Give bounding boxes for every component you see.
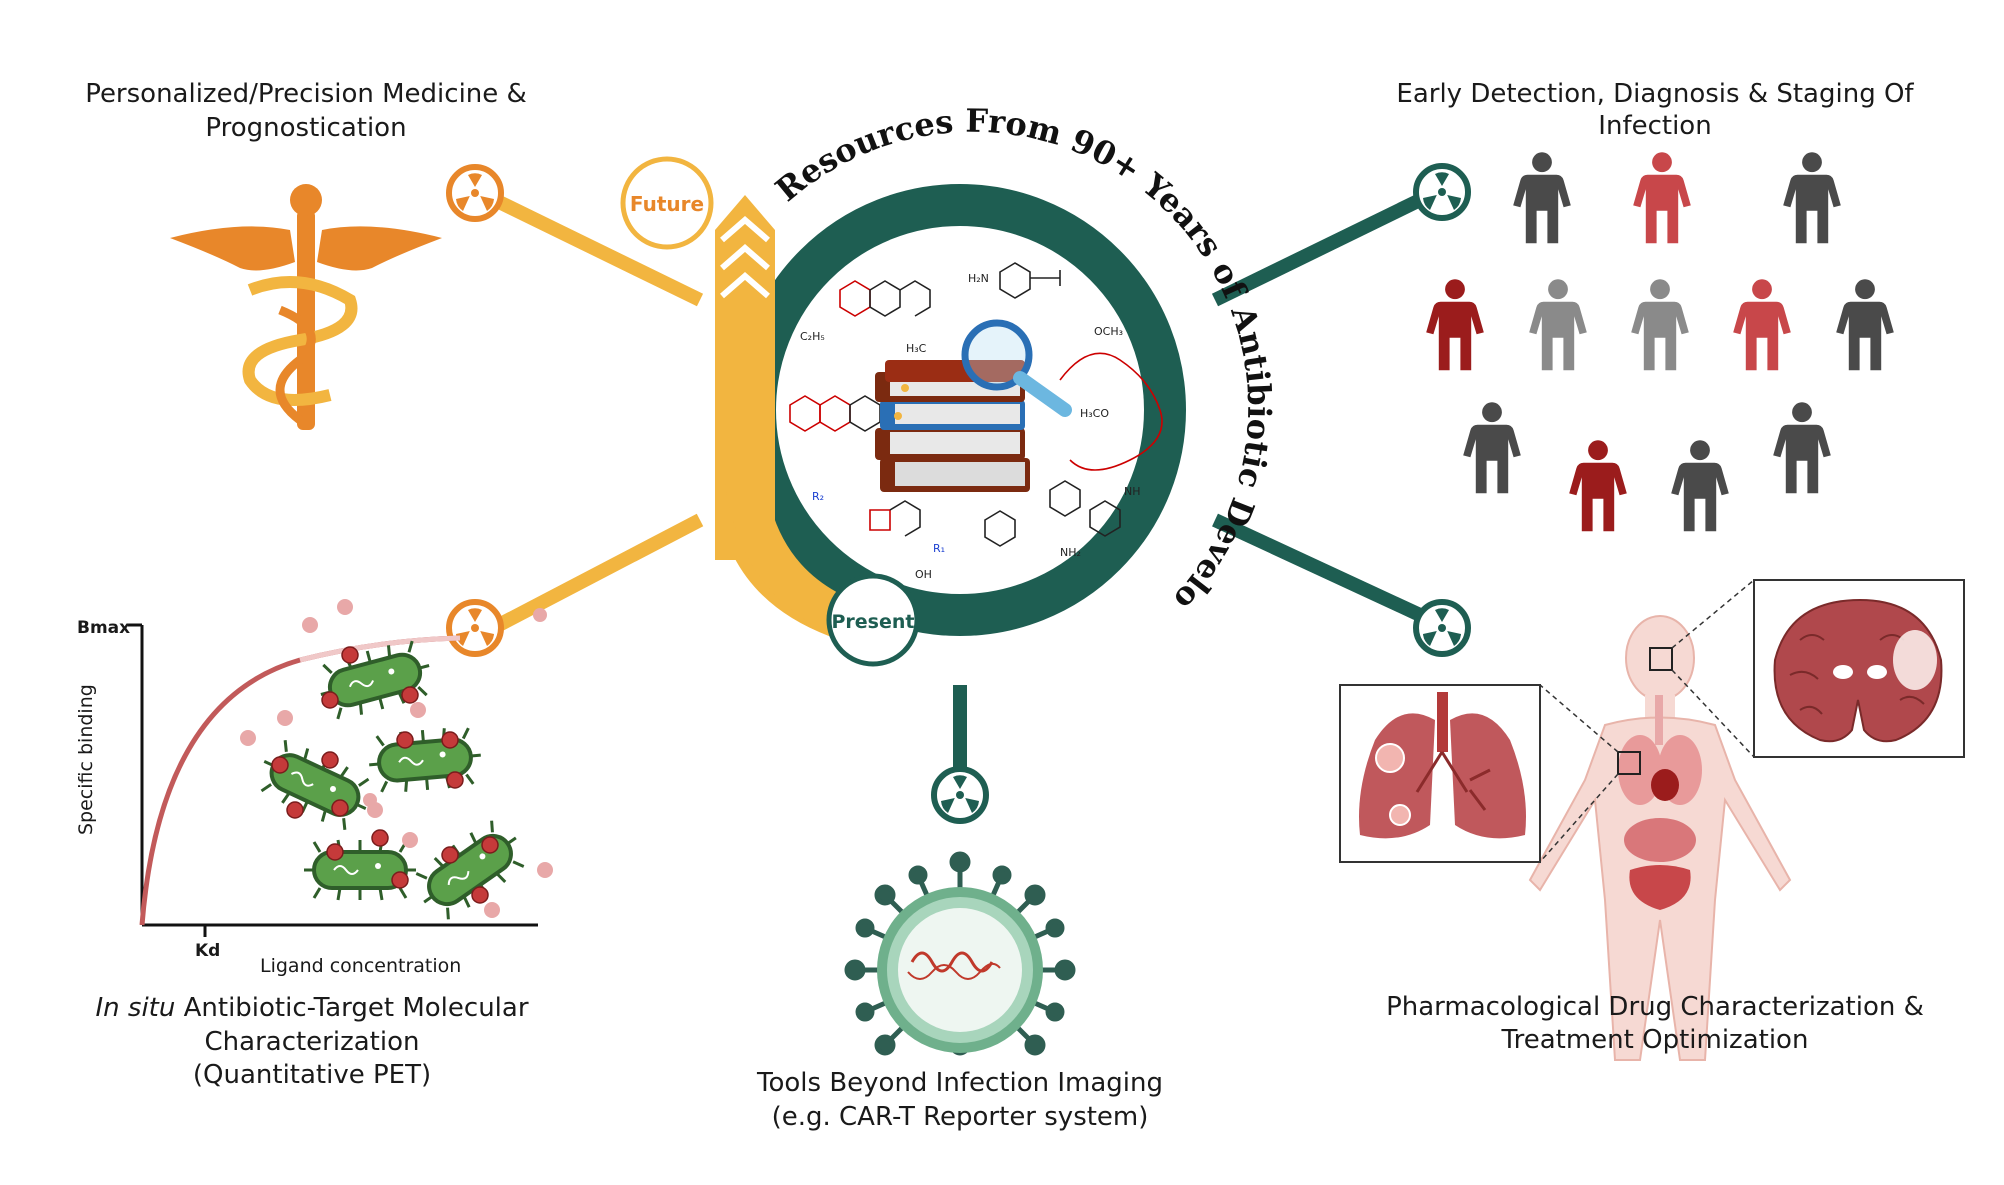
present-badge: Present [826,573,920,667]
bacteria-icon [364,723,486,797]
plot-xlabel: Ligand concentration [260,955,461,977]
topright-title: Early Detection, Diagnosis & Staging Of … [1396,79,1914,141]
bacteria-cluster [240,599,553,929]
person-icon [1783,152,1841,244]
binding-plot: Bmax Kd Ligand concentration Specific bi… [75,618,538,977]
svg-text:Early Detection, Diagnosis & S: Early Detection, Diagnosis & Staging Of [1396,79,1914,109]
svg-text:R₂: R₂ [812,490,824,503]
person-icon [1463,402,1521,494]
person-icon [1513,152,1571,244]
svg-text:NH₂: NH₂ [1060,546,1081,559]
virus-icon [844,851,1076,1056]
person-icon [1426,279,1484,371]
svg-text:Treatment Optimization: Treatment Optimization [1501,1025,1809,1055]
population-figures [1426,152,1894,532]
svg-text:OCH₃: OCH₃ [1094,325,1123,338]
svg-text:Tools Beyond Infection Imaging: Tools Beyond Infection Imaging [756,1068,1163,1098]
svg-text:(e.g. CAR-T Reporter system): (e.g. CAR-T Reporter system) [772,1102,1149,1132]
radiation-icon [449,167,501,219]
svg-text:NH: NH [1124,485,1141,498]
person-icon [1529,279,1587,371]
radiation-icon [449,602,501,654]
lungs-panel [1339,684,1541,863]
person-icon [1631,279,1689,371]
svg-text:Personalized/Precision Medicin: Personalized/Precision Medicine & [85,79,527,109]
bmax-tick: Bmax [77,618,130,638]
zoom-guides [1539,579,1755,863]
radiation-icon [934,769,986,821]
molecule-structures [789,262,1163,547]
future-badge: Future [620,156,714,250]
magnifier-icon [961,319,1072,417]
topleft-title: Personalized/Precision Medicine & Progno… [85,79,527,143]
svg-text:OH: OH [915,568,932,581]
brain-panel [1753,579,1965,758]
bacteria-icon [249,732,381,838]
person-icon [1671,440,1729,532]
svg-text:Prognostication: Prognostication [205,113,406,143]
connector-lines [491,193,1424,770]
svg-text:Future: Future [630,192,704,216]
bacteria-icon [404,811,536,929]
svg-text:In situ Antibiotic-Target Mole: In situ Antibiotic-Target Molecular [95,993,528,1023]
person-icon [1569,440,1627,532]
svg-text:H₂N: H₂N [968,272,989,285]
kd-tick: Kd [195,941,220,961]
person-icon [1836,279,1894,371]
svg-text:Infection: Infection [1598,111,1711,141]
person-icon [1773,402,1831,494]
books-icon [875,360,1030,492]
person-icon [1733,279,1791,371]
person-icon [1633,152,1691,244]
plot-ylabel: Specific binding [75,684,97,835]
svg-text:Pharmacological Drug Character: Pharmacological Drug Characterization & [1386,992,1924,1022]
svg-text:H₃C: H₃C [906,342,927,355]
svg-text:C₂H₅: C₂H₅ [800,330,825,343]
svg-text:(Quantitative PET): (Quantitative PET) [193,1060,431,1090]
svg-text:R₁: R₁ [933,542,945,555]
radiation-icon [1416,166,1468,218]
bacteria-icon [302,838,418,902]
bottomright-title: Pharmacological Drug Characterization & … [1386,992,1924,1055]
radiation-icon [1416,602,1468,654]
caduceus-icon [170,184,442,430]
molecule-labels: H₂N OCH₃ C₂H₅ H₃C H₃CO R₂ R₁ NH₂ NH OH [800,272,1141,581]
svg-text:Characterization: Characterization [205,1027,420,1057]
human-body-icon [1528,615,1792,1061]
bottomcenter-title: Tools Beyond Infection Imaging (e.g. CAR… [756,1068,1163,1132]
svg-text:H₃CO: H₃CO [1080,407,1109,420]
bottomleft-title: In situ Antibiotic-Target Molecular Char… [95,993,528,1090]
svg-text:Present: Present [832,611,915,633]
future-arrow [715,195,775,560]
